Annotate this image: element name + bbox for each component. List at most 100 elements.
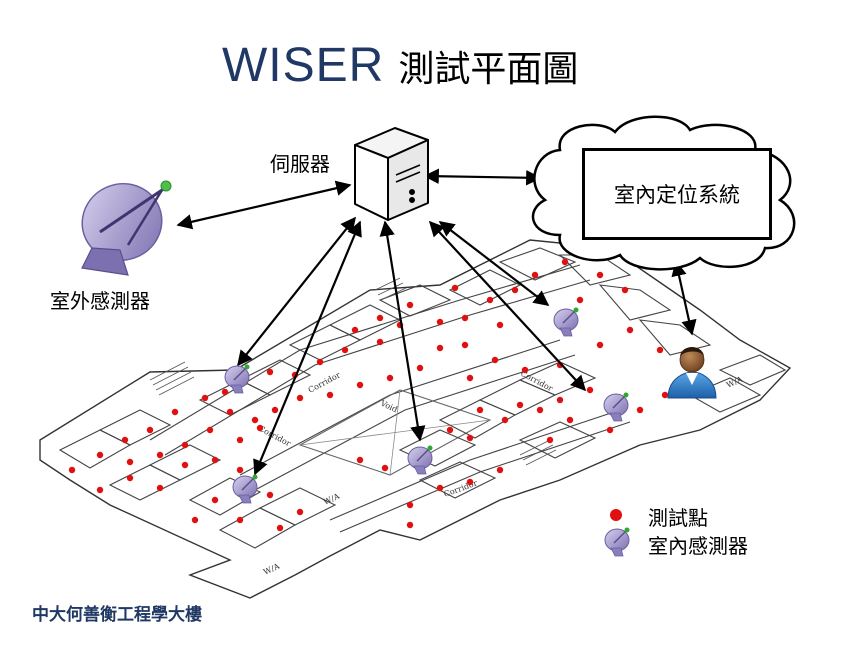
test-point-dot [316,358,324,366]
test-point-dot [96,451,104,459]
test-point-dot [271,406,279,414]
test-point-dot [466,434,474,442]
title-english: WISER [222,39,385,92]
legend-test-point-label: 測試點 [648,506,708,530]
legend-sensor-icon [604,526,631,557]
arrow-server-sensor2 [253,220,362,476]
test-point-dot [566,416,574,424]
test-point-dot [171,408,179,416]
test-point-dot [256,424,264,432]
test-point-dot [211,496,219,504]
test-point-dot [266,491,274,499]
test-point-dot [296,508,304,516]
test-point-dot [516,401,524,409]
arrow-server-sensor3 [379,220,426,442]
test-point-dot [356,456,364,464]
test-point-dot [386,374,394,382]
test-point-dot [121,436,129,444]
arrow-server-sensor5 [438,221,550,306]
test-point-dot [406,501,414,509]
test-point-dot [191,516,199,524]
test-point-dot [68,466,76,474]
test-point-dot [326,391,334,399]
test-point-dot [406,301,414,309]
positioning-system-label: 室內定位系統 [614,183,740,207]
test-point-dot [126,474,134,482]
test-point-dot [436,318,444,326]
test-point-dot [236,466,244,474]
void-label: Void [378,398,399,414]
test-point-dot [266,368,274,376]
test-point-dot [556,396,564,404]
server-icon [354,127,429,221]
test-point-dot [236,516,244,524]
test-point-dot [436,484,444,492]
arrow-server-sensor1 [237,216,356,367]
test-point-dot [596,341,604,349]
corridor-label: Corridor [307,370,342,394]
outdoor-sensor-label: 室外感測器 [50,289,150,313]
test-point-dot [656,346,664,354]
test-point-dot [436,344,444,352]
test-point-dot [576,296,584,304]
arrow-server-cloud [423,168,542,186]
test-point-dot [406,521,414,529]
legend-test-point-dot [610,509,622,521]
test-point-dot [146,426,154,434]
test-point-dot [156,451,164,459]
test-point-dot [96,486,104,494]
test-point-dot [156,484,164,492]
legend-indoor-sensor-label: 室內感測器 [648,534,748,558]
test-point-dot [276,524,284,532]
test-point-dot [511,286,519,294]
test-point-dot [491,356,499,364]
test-point-dot [476,406,484,414]
test-point-dot [606,426,614,434]
test-point-dot [596,271,604,279]
test-point-dot [451,284,459,292]
arrow-server-outdoor [176,180,352,230]
title-chinese: 測試平面圖 [398,49,579,90]
test-point-dot [181,441,189,449]
wa-label: W/A [725,375,744,390]
test-point-dot [496,321,504,329]
server-label: 伺服器 [270,152,330,176]
test-point-dot [356,381,364,389]
test-point-dot [496,466,504,474]
test-point-dot [296,394,304,402]
test-point-dot [351,326,359,334]
test-point-dot [461,314,469,322]
test-point-dot [236,436,244,444]
satellite-dish-icon [81,180,172,276]
building-label: 中大何善衡工程學大樓 [32,605,202,625]
test-point-dot [201,394,209,402]
test-point-dot [376,338,384,346]
test-point-dot [221,388,229,396]
test-point-dot [461,341,469,349]
test-point-dot [466,374,474,382]
test-point-dot [531,271,539,279]
test-point-dot [621,286,629,294]
wa-label: W/A [262,562,281,577]
connection-arrows [176,168,697,476]
test-point-dot [501,416,509,424]
test-point-dot [586,386,594,394]
test-point-dot [206,426,214,434]
arrow-cloud-user [671,260,697,336]
test-point-dot [636,406,644,414]
test-point-dot [546,436,554,444]
test-point-dot [486,296,494,304]
test-point-dot [466,478,474,486]
test-point-dot [536,406,544,414]
test-point-dot [626,326,634,334]
test-point-dot [126,458,134,466]
test-point-dot [251,416,259,424]
test-point-dot [416,364,424,372]
test-point-dot [381,464,389,472]
positioning-system-box: 室內定位系統 [582,148,772,240]
test-point-dot [561,258,569,266]
wa-label: W/A [322,492,341,507]
test-point-dot [521,366,529,374]
test-point-dot [211,456,219,464]
corridor-label: Corridor [443,478,479,498]
